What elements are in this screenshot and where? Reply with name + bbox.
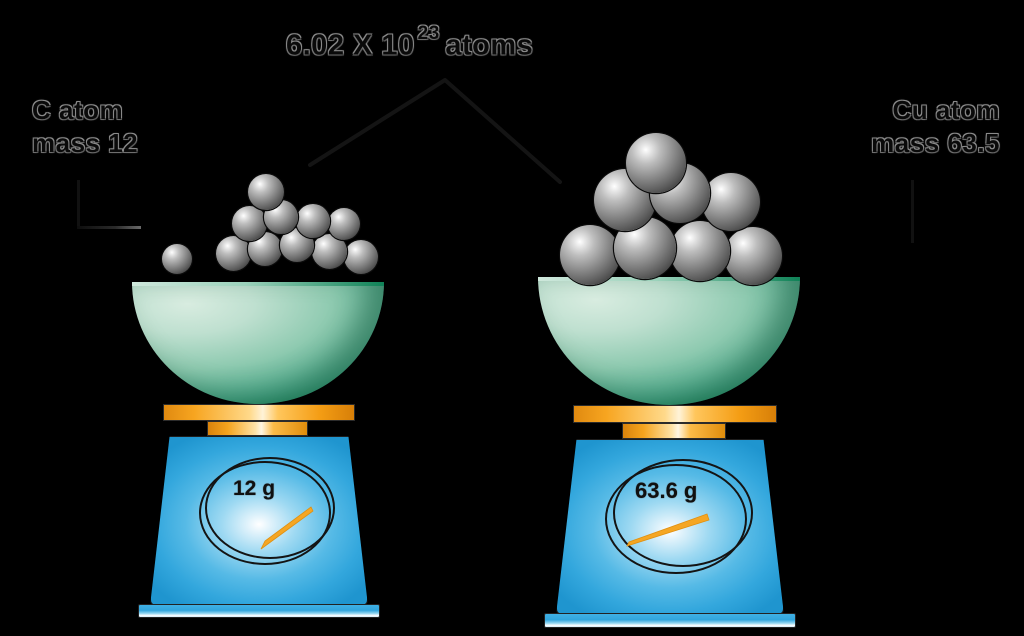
left-dial-inner-ring	[205, 457, 335, 559]
right-scale-needle	[626, 513, 710, 547]
left-scale-body: 12 g	[150, 436, 368, 606]
left-leader-horizontal	[77, 226, 141, 229]
left-scale-post	[207, 421, 308, 436]
right-scale-body: 63.6 g	[556, 439, 784, 615]
atom-sphere	[216, 236, 251, 271]
atom-sphere	[344, 240, 378, 274]
right-label-line1: Cu atom	[892, 95, 1000, 125]
atom-sphere	[248, 174, 284, 210]
atom-sphere	[560, 225, 620, 285]
right-label-line2: mass 63.5	[871, 128, 1000, 158]
atom-sphere	[328, 208, 360, 240]
left-element-label: C atom mass 12	[32, 94, 138, 160]
left-scale-platform	[163, 404, 355, 421]
atom-sphere	[724, 227, 782, 285]
title-exponent: 23	[417, 23, 440, 44]
right-scale-post	[622, 423, 726, 439]
atom-sphere	[162, 244, 192, 274]
atom-sphere	[670, 221, 730, 281]
atom-sphere	[296, 204, 330, 238]
right-leader-vertical	[911, 180, 914, 243]
left-label-line1: C atom	[32, 95, 124, 125]
left-scale-reading: 12 g	[233, 477, 276, 500]
right-bowl	[538, 277, 800, 405]
title-leader-lines	[308, 78, 562, 184]
right-bowl-rim	[538, 277, 800, 281]
atom-sphere	[702, 173, 760, 231]
right-scale-reading: 63.6 g	[635, 478, 698, 503]
left-balance-assembly: 12 g	[122, 130, 412, 620]
left-leader-vertical	[77, 180, 80, 229]
right-scale-base	[544, 613, 796, 628]
atom-sphere	[626, 133, 686, 193]
left-bowl-rim	[132, 282, 384, 286]
right-scale-platform	[573, 405, 777, 423]
atom-sphere	[232, 206, 267, 241]
right-balance-assembly: 63.6 g	[530, 105, 826, 628]
left-label-line2: mass 12	[32, 128, 139, 158]
left-bowl	[132, 282, 384, 404]
left-scale-needle	[260, 506, 314, 550]
title-prefix: 6.02 X 10	[286, 29, 415, 62]
right-element-label: Cu atom mass 63.5	[871, 94, 1000, 160]
title-suffix: atoms	[436, 29, 534, 62]
right-dial-inner-ring	[613, 459, 753, 567]
left-scale-base	[138, 604, 380, 618]
